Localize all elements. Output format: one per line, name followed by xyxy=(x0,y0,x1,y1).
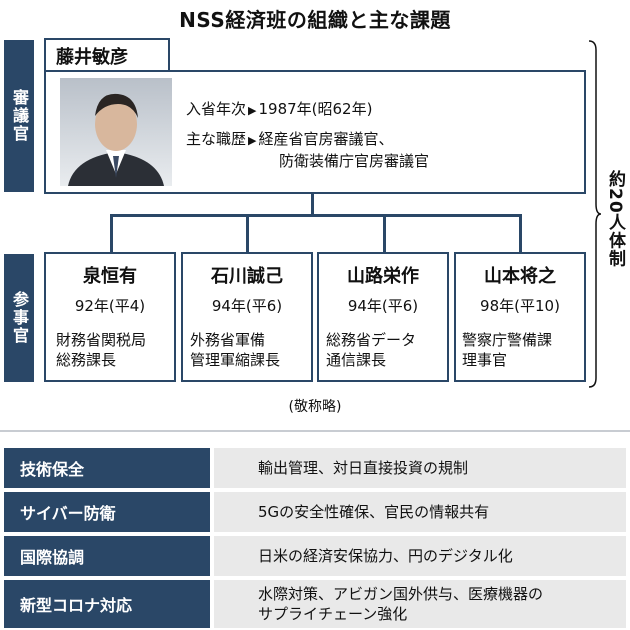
chief-photo xyxy=(60,78,172,186)
staff-card-2 xyxy=(181,252,313,382)
staff-card-4 xyxy=(454,252,586,382)
issue-row-1: 技術保全 輸出管理、対日直接投資の規制 xyxy=(4,448,626,488)
issue-value-4: 水際対策、アビガン国外供与、医療機器の サプライチェーン強化 xyxy=(214,580,626,628)
connector-drop-2 xyxy=(246,214,249,254)
chief-entry-value: 1987年(昭62年) xyxy=(258,100,373,118)
staff-year-3: 94年(平6) xyxy=(347,297,419,315)
staff-role-2b: 管理軍縮課長 xyxy=(190,351,281,369)
issue-key-4: 新型コロナ対応 xyxy=(4,580,210,628)
section-divider xyxy=(0,430,630,432)
chief-career-line: 主な職歴▶経産省官房審議官、 xyxy=(186,128,394,149)
issue-value-3: 日米の経済安保協力、円のデジタル化 xyxy=(214,536,626,576)
staff-role-1a: 財務省関税局 xyxy=(56,331,147,349)
staff-card-3 xyxy=(317,252,449,382)
staff-role-4b: 理事官 xyxy=(462,351,508,369)
chief-role-text: 審議官 xyxy=(10,89,29,143)
connector-drop-4 xyxy=(519,214,522,254)
diagram-title: NSS経済班の組織と主な課題 xyxy=(179,8,451,32)
staff-year-4: 98年(平10) xyxy=(480,297,560,315)
issue-row-4: 新型コロナ対応 水際対策、アビガン国外供与、医療機器の サプライチェーン強化 xyxy=(4,580,626,628)
honorific-note: (敬称略) xyxy=(288,399,342,415)
chief-entry-line: 入省年次▶1987年(昭62年) xyxy=(186,98,372,119)
chief-career-label: 主な職歴 xyxy=(186,130,247,148)
triangle-right-icon: ▶ xyxy=(248,134,257,147)
chief-name: 藤井敏彦 xyxy=(56,47,128,68)
staff-role-3b: 通信課長 xyxy=(326,351,387,369)
issue-key-2: サイバー防衛 xyxy=(4,492,210,532)
staff-role-4a: 警察庁警備課 xyxy=(462,331,553,349)
issue-value-2: 5Gの安全性確保、官民の情報共有 xyxy=(214,492,626,532)
chief-role-label: 審議官 xyxy=(4,40,34,192)
staff-card-1 xyxy=(44,252,176,382)
connector-vertical xyxy=(311,194,314,216)
connector-drop-1 xyxy=(110,214,113,254)
headcount-text: 約20人体制 xyxy=(605,170,625,268)
staff-year-1: 92年(平4) xyxy=(74,297,146,315)
issue-key-1: 技術保全 xyxy=(4,448,210,488)
chief-entry-label: 入省年次 xyxy=(186,100,247,118)
staff-year-2: 94年(平6) xyxy=(211,297,283,315)
staff-name-4: 山本将之 xyxy=(484,266,556,287)
issue-value-1-text: 輸出管理、対日直接投資の規制 xyxy=(258,459,469,477)
issue-row-2: サイバー防衛 5Gの安全性確保、官民の情報共有 xyxy=(4,492,626,532)
chief-career-line1: 経産省官房審議官、 xyxy=(258,130,394,148)
staff-role-3a: 総務省データ xyxy=(326,331,417,349)
staff-role-2a: 外務省軍備 xyxy=(190,331,266,349)
portrait-icon xyxy=(68,93,164,186)
brace-icon xyxy=(588,40,602,388)
issue-value-2-text: 5Gの安全性確保、官民の情報共有 xyxy=(258,503,490,521)
staff-name-1: 泉恒有 xyxy=(83,266,137,287)
chief-name-tab: 藤井敏彦 xyxy=(44,38,170,72)
staff-name-2: 石川誠己 xyxy=(211,266,283,287)
issue-value-4-line1: 水際対策、アビガン国外供与、医療機器の xyxy=(258,585,544,603)
triangle-right-icon: ▶ xyxy=(248,104,257,117)
staff-role-1b: 総務課長 xyxy=(56,351,117,369)
staff-name-3: 山路栄作 xyxy=(347,266,419,287)
staff-role-label: 参事官 xyxy=(4,254,34,382)
issue-value-3-text: 日米の経済安保協力、円のデジタル化 xyxy=(258,547,513,565)
issue-value-4-line2: サプライチェーン強化 xyxy=(258,605,408,623)
staff-role-text: 参事官 xyxy=(10,291,29,345)
issue-row-3: 国際協調 日米の経済安保協力、円のデジタル化 xyxy=(4,536,626,576)
issue-key-3: 国際協調 xyxy=(4,536,210,576)
connector-drop-3 xyxy=(383,214,386,254)
connector-horizontal xyxy=(110,214,522,217)
issue-value-1: 輸出管理、対日直接投資の規制 xyxy=(214,448,626,488)
chief-career-line2: 防衛装備庁官房審議官 xyxy=(279,152,430,170)
